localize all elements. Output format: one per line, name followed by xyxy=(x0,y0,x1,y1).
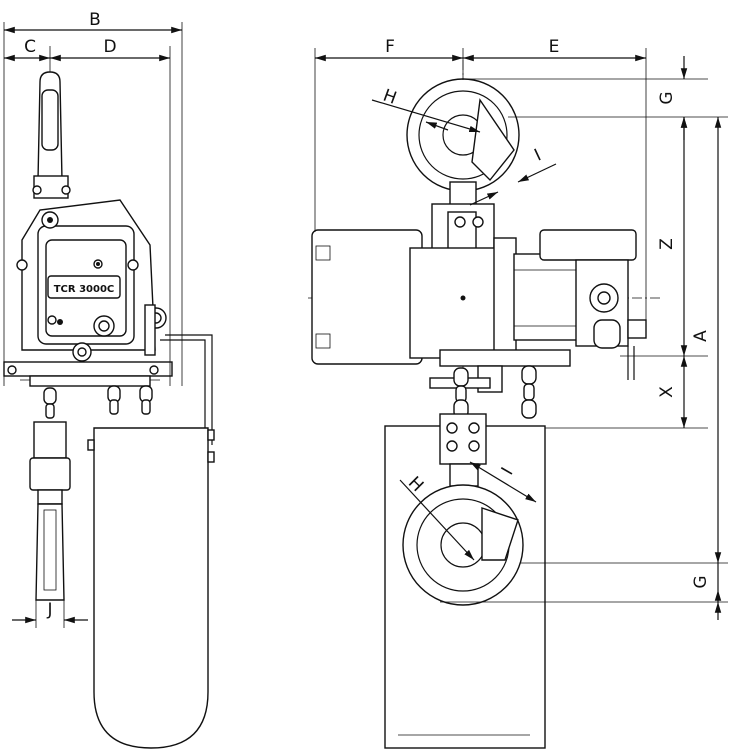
front-view xyxy=(308,60,660,749)
dimension-label-c: C xyxy=(24,37,36,57)
side-bottom-hook-block xyxy=(29,421,71,601)
side-chain-bag xyxy=(93,427,209,749)
front-control-box xyxy=(539,229,647,380)
dimension-label-e: E xyxy=(549,37,560,57)
dimension-label-a: A xyxy=(691,330,711,342)
side-chain xyxy=(43,385,153,419)
dimension-label-g-top: G xyxy=(657,91,677,104)
dimension-label-d: D xyxy=(103,37,116,57)
side-view-dimensions: B C D J xyxy=(3,10,183,628)
product-label: TCR 3000C xyxy=(54,284,115,295)
dimension-label-h-top: H xyxy=(380,86,399,109)
side-view: TCR 3000C xyxy=(3,71,215,749)
dimension-label-g-bottom: G xyxy=(691,575,711,588)
front-chain xyxy=(453,365,537,419)
dimension-label-z: Z xyxy=(657,238,677,250)
dimension-label-i-top: I xyxy=(531,145,544,165)
front-base xyxy=(439,349,571,367)
dimension-label-f: F xyxy=(385,37,395,57)
dimension-label-x: X xyxy=(657,386,677,398)
side-chain-guide xyxy=(160,334,213,445)
front-view-dimensions: F E G Z X A G H I xyxy=(314,37,728,620)
front-top-hook xyxy=(406,78,520,211)
side-base-plate xyxy=(3,361,173,387)
side-top-hook xyxy=(32,71,71,199)
dimension-label-b: B xyxy=(89,10,101,30)
front-motor xyxy=(311,229,579,365)
dimension-label-j: J xyxy=(46,600,52,620)
side-housing: TCR 3000C xyxy=(16,199,167,362)
